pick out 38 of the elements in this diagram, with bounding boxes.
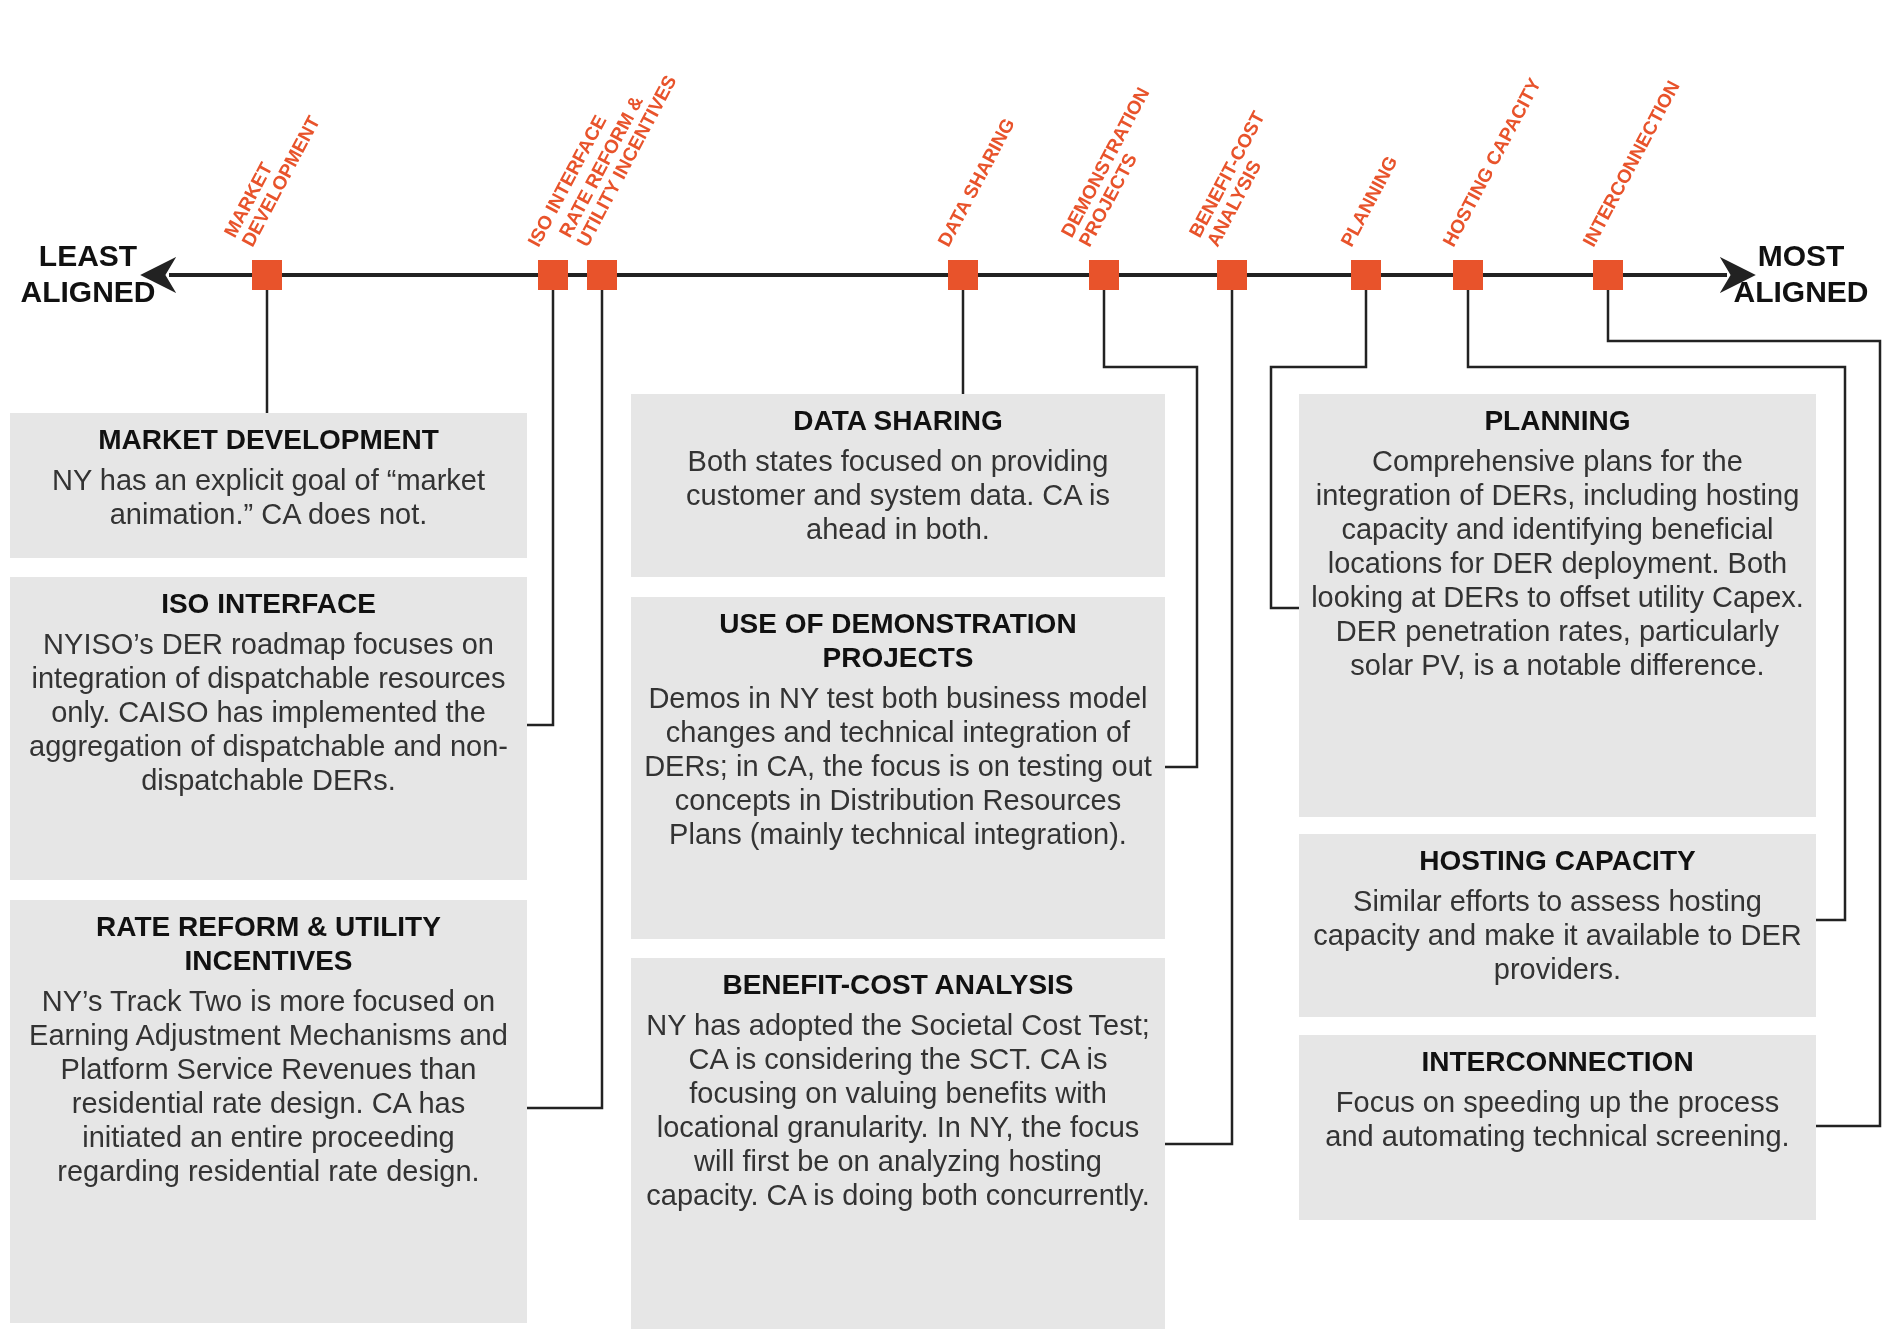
axis-end-label: LEAST ALIGNED [19,238,157,310]
card-heading: RATE REFORM & UTILITY INCENTIVES [95,910,442,978]
card-text: NY has an explicit goal of “market animation.” CA does not. [50,463,487,531]
card-text: NY’s Track Two is more focused on Earning Adjustment Mechanisms and Platform Service Revenues than residential rate design. CA has initiated an entire proceeding regarding residential rate design. [28,984,509,1188]
leader-line [1606,290,1882,1128]
card-heading: PLANNING [1483,404,1632,438]
text-card [1299,394,1816,817]
text-card [1299,834,1816,1017]
leader-line [265,290,269,413]
card-heading: DATA SHARING [792,404,1004,438]
card-heading: ISO INTERFACE [160,587,377,621]
leader-line [1466,290,1847,922]
card-text: Focus on speeding up the process and automating technical screening. [1324,1085,1791,1153]
text-card [631,958,1165,1329]
leader-line [1165,290,1234,1146]
card-heading: MARKET DEVELOPMENT [97,423,440,457]
leader-line [527,290,555,727]
card-text: Comprehensive plans for the integration of DERs, including hosting capacity and identifying beneficial locations for DER deployment. Both looking at DERs to offset utility Capex. DER penetration rates, particularly solar PV, is a notable difference. [1311,444,1804,682]
leader-line [1102,290,1199,769]
card-heading: HOSTING CAPACITY [1418,844,1697,878]
text-card [631,597,1165,939]
card-text: Similar efforts to assess hosting capacity and make it available to DER providers. [1312,884,1803,986]
text-card [10,577,527,880]
card-text: NY has adopted the Societal Cost Test; CA is considering the SCT. CA is focusing on valuing benefits with locational granularity. In NY, the focus will first be on analyzing hosting capacity. CA is doing both concurrently. [645,1008,1151,1212]
leader-line [1269,290,1368,610]
leader-line [961,290,965,394]
card-heading: BENEFIT-COST ANALYSIS [721,968,1075,1002]
text-card [10,413,527,558]
text-card [1299,1035,1816,1220]
card-heading: USE OF DEMONSTRATION PROJECTS [718,607,1078,675]
leader-line [527,290,604,1110]
card-heading: INTERCONNECTION [1420,1045,1695,1079]
text-card [631,394,1165,577]
card-text: NYISO’s DER roadmap focuses on integration of dispatchable resources only. CAISO has implemented the aggregation of dispatchable and non-dispatchable DERs. [28,627,509,797]
card-text: Demos in NY test both business model changes and technical integration of DERs; in CA, the focus is on testing out concepts in Distribution Resources Plans (mainly technical integration). [643,681,1153,851]
card-text: Both states focused on providing customer and system data. CA is ahead in both. [685,444,1111,546]
axis-end-label: MOST ALIGNED [1732,238,1870,310]
text-card [10,900,527,1323]
